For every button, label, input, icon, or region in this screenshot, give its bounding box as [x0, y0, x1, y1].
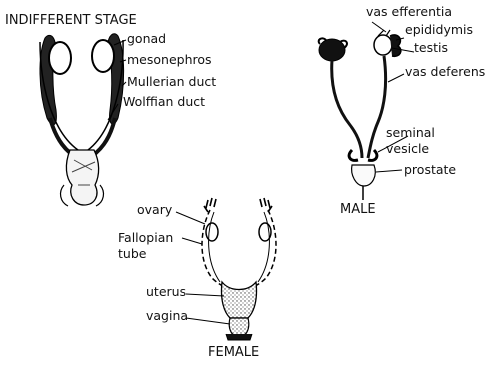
uterus-label: uterus	[146, 284, 186, 299]
left-fimbriae	[204, 198, 216, 212]
prostate-label: prostate	[404, 162, 456, 177]
fallopian-label: Fallopian	[118, 230, 173, 245]
epididymis-label: epididymis	[405, 22, 473, 37]
prostate-leader	[376, 170, 402, 172]
female-title: FEMALE	[208, 345, 259, 360]
uterus-leader	[186, 294, 224, 296]
ovary-label: ovary	[137, 202, 173, 217]
left-ovary	[206, 223, 218, 241]
gonad-label: gonad	[127, 31, 166, 46]
ovary-leader	[176, 212, 205, 224]
mesonephros-label: mesonephros	[127, 52, 212, 67]
seminal-label: seminal	[386, 125, 435, 140]
urogenital-opening	[226, 334, 252, 340]
vas-deferens-label: vas deferens	[405, 64, 485, 79]
right-epididymis	[390, 35, 401, 56]
indifferent-stage-figure: INDIFFERENT STAGE gonad mesonephros Mull…	[5, 13, 216, 206]
left-gonad	[49, 42, 71, 74]
testis-label: testis	[414, 40, 448, 55]
vas-efferentia-leader	[372, 22, 386, 32]
right-gonad	[92, 40, 114, 72]
male-figure: vas efferentia epididymis testis vas def…	[319, 4, 486, 217]
indifferent-stage-title: INDIFFERENT STAGE	[5, 13, 137, 28]
vagina-label: vagina	[146, 308, 188, 323]
wolffian-duct-label: Wolffian duct	[123, 94, 205, 109]
female-figure: ovary Fallopian tube uterus vagina FEMAL…	[118, 198, 276, 360]
urogenital-sinus	[66, 150, 98, 205]
vas-efferentia-label: vas efferentia	[366, 4, 452, 19]
right-testis	[374, 35, 392, 55]
male-title: MALE	[340, 202, 376, 217]
vagina	[229, 318, 249, 336]
prostate	[352, 165, 376, 186]
left-tube-outer	[209, 212, 220, 282]
mullerian-duct-label: Mullerian duct	[127, 74, 216, 89]
right-fimbriae	[260, 198, 272, 212]
left-vas-deferens	[332, 60, 362, 158]
right-vas-deferens	[368, 56, 386, 158]
vesicle-label: vesicle	[386, 141, 429, 156]
tube-label: tube	[118, 246, 147, 261]
vas-deferens-leader	[388, 74, 404, 82]
vagina-leader	[186, 318, 230, 324]
fallopian-leader	[182, 238, 202, 244]
uterus	[221, 282, 256, 318]
